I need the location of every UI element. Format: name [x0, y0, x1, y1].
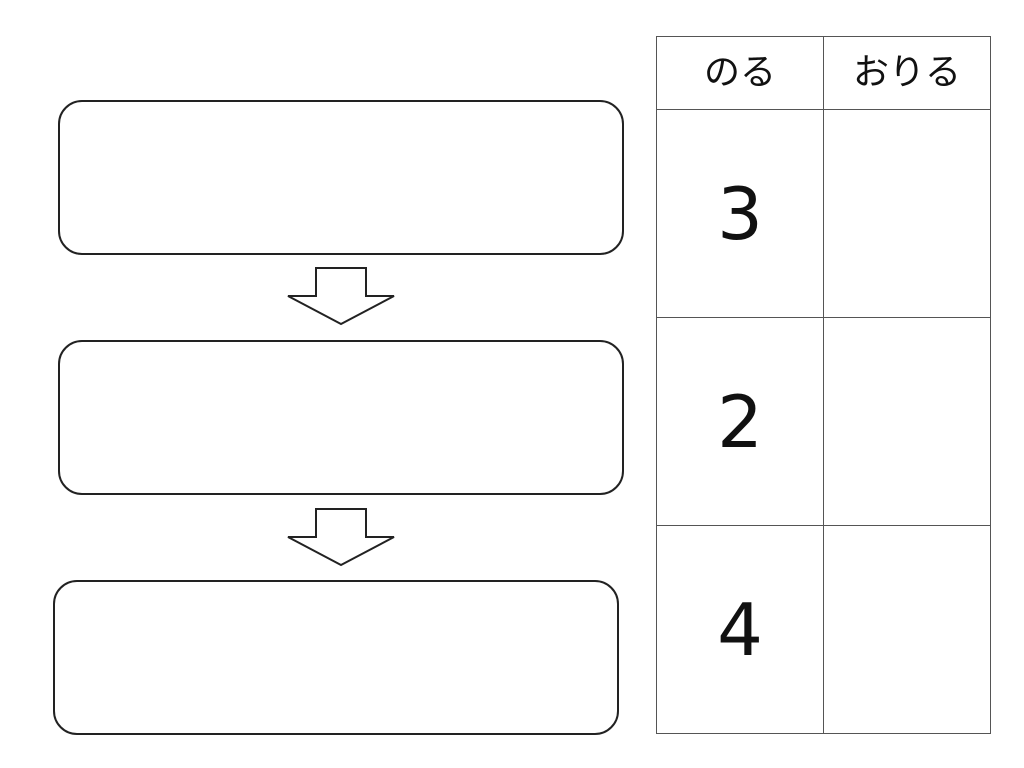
oriru-cell — [823, 525, 991, 734]
ride-table: のる おりる 3 2 4 — [656, 36, 991, 734]
header-oriru: おりる — [823, 36, 991, 110]
flow-box-3 — [53, 580, 619, 735]
noru-cell: 4 — [656, 525, 824, 734]
table-header-row: のる おりる — [656, 36, 991, 110]
down-arrow-icon — [287, 508, 395, 567]
oriru-cell — [823, 109, 991, 318]
table-row: 2 — [656, 317, 991, 526]
noru-cell: 3 — [656, 109, 824, 318]
flow-box-1 — [58, 100, 624, 255]
down-arrow-icon — [287, 267, 395, 326]
flow-box-2 — [58, 340, 624, 495]
noru-cell: 2 — [656, 317, 824, 526]
header-noru: のる — [656, 36, 824, 110]
oriru-cell — [823, 317, 991, 526]
table-row: 3 — [656, 109, 991, 318]
table-row: 4 — [656, 525, 991, 734]
